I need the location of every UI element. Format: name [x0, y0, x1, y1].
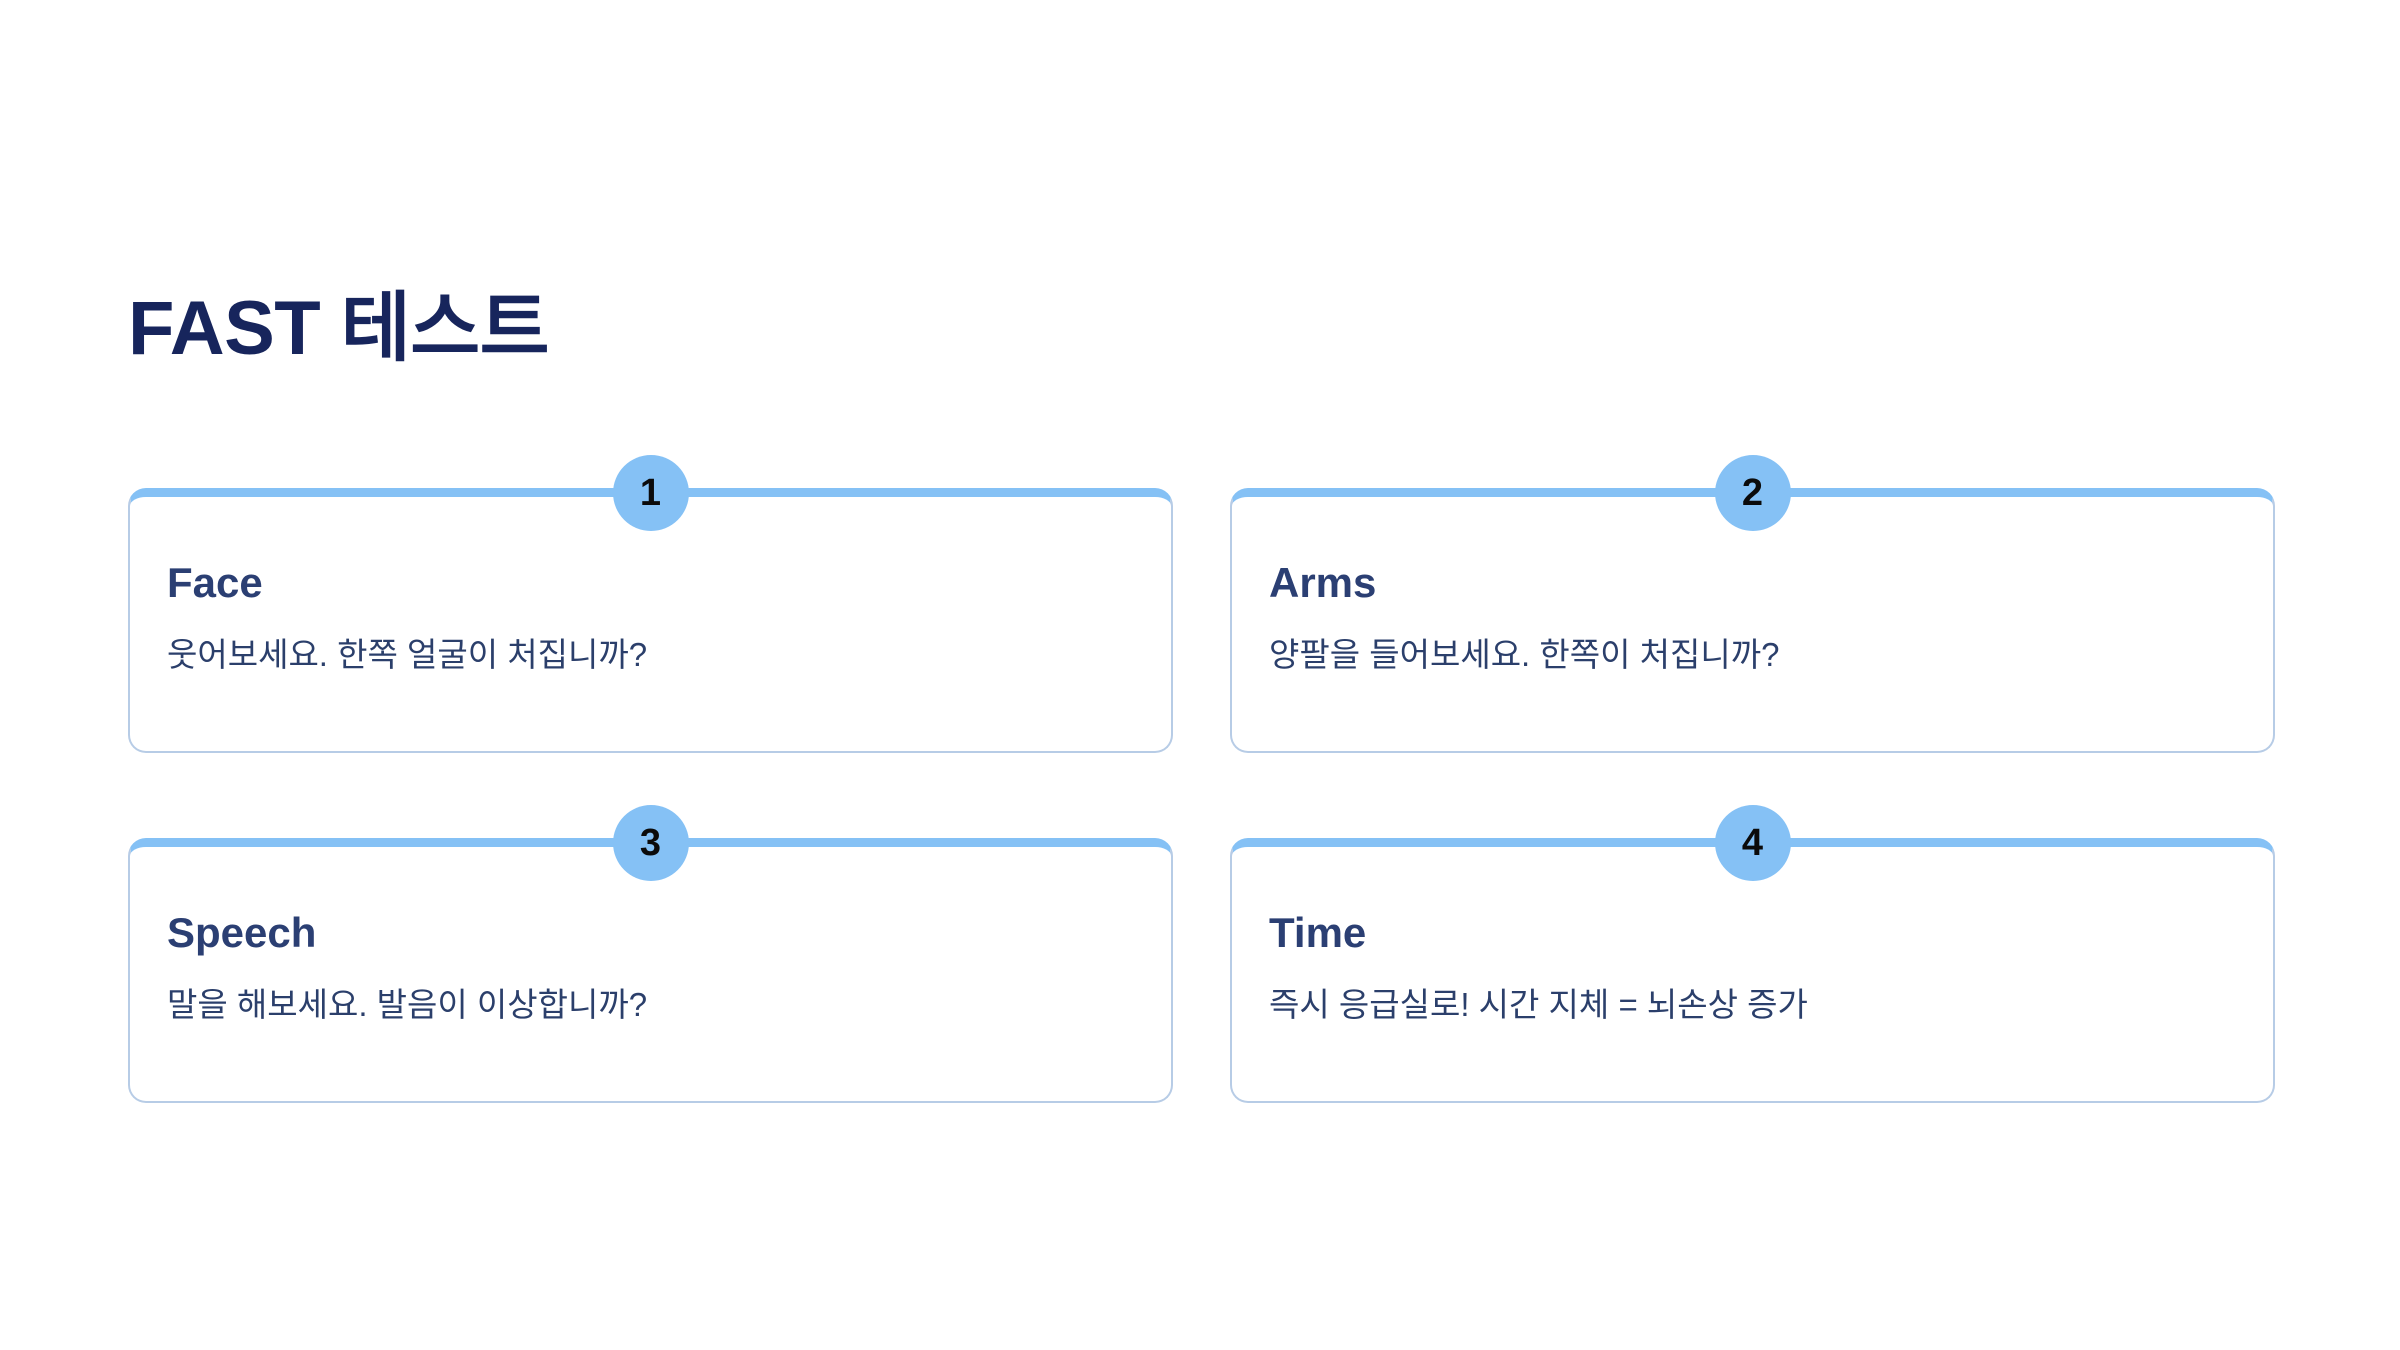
- page-title: FAST 테스트: [128, 285, 550, 371]
- card-body: Arms 양팔을 들어보세요. 한쪽이 처집니까?: [1269, 559, 2243, 678]
- step-number-badge: 4: [1714, 805, 1791, 881]
- card-description: 즉시 응급실로! 시간 지체 = 뇌손상 증가: [1269, 986, 1808, 1024]
- card-description: 웃어보세요. 한쪽 얼굴이 처집니까?: [167, 636, 648, 674]
- step-number-badge: 1: [612, 455, 689, 531]
- card-description: 양팔을 들어보세요. 한쪽이 처집니까?: [1269, 636, 1780, 674]
- step-number-badge: 3: [612, 805, 689, 881]
- fast-card-face[interactable]: 1 Face 웃어보세요. 한쪽 얼굴이 처집니까?: [128, 455, 1173, 753]
- card-body: Face 웃어보세요. 한쪽 얼굴이 처집니까?: [167, 559, 1141, 678]
- card-heading: Face: [167, 559, 263, 606]
- card-heading: Time: [1269, 909, 1367, 956]
- fast-card-speech[interactable]: 3 Speech 말을 해보세요. 발음이 이상합니까?: [128, 805, 1173, 1103]
- fast-card-grid: 1 Face 웃어보세요. 한쪽 얼굴이 처집니까? 2 Arms 양팔을 들어…: [128, 455, 2275, 1103]
- card-body: Time 즉시 응급실로! 시간 지체 = 뇌손상 증가: [1269, 909, 2243, 1028]
- card-heading: Arms: [1269, 559, 1377, 606]
- card-body: Speech 말을 해보세요. 발음이 이상합니까?: [167, 909, 1141, 1028]
- card-heading: Speech: [167, 909, 317, 956]
- fast-card-arms[interactable]: 2 Arms 양팔을 들어보세요. 한쪽이 처집니까?: [1230, 455, 2275, 753]
- fast-card-time[interactable]: 4 Time 즉시 응급실로! 시간 지체 = 뇌손상 증가: [1230, 805, 2275, 1103]
- card-description: 말을 해보세요. 발음이 이상합니까?: [167, 986, 648, 1024]
- step-number-badge: 2: [1714, 455, 1791, 531]
